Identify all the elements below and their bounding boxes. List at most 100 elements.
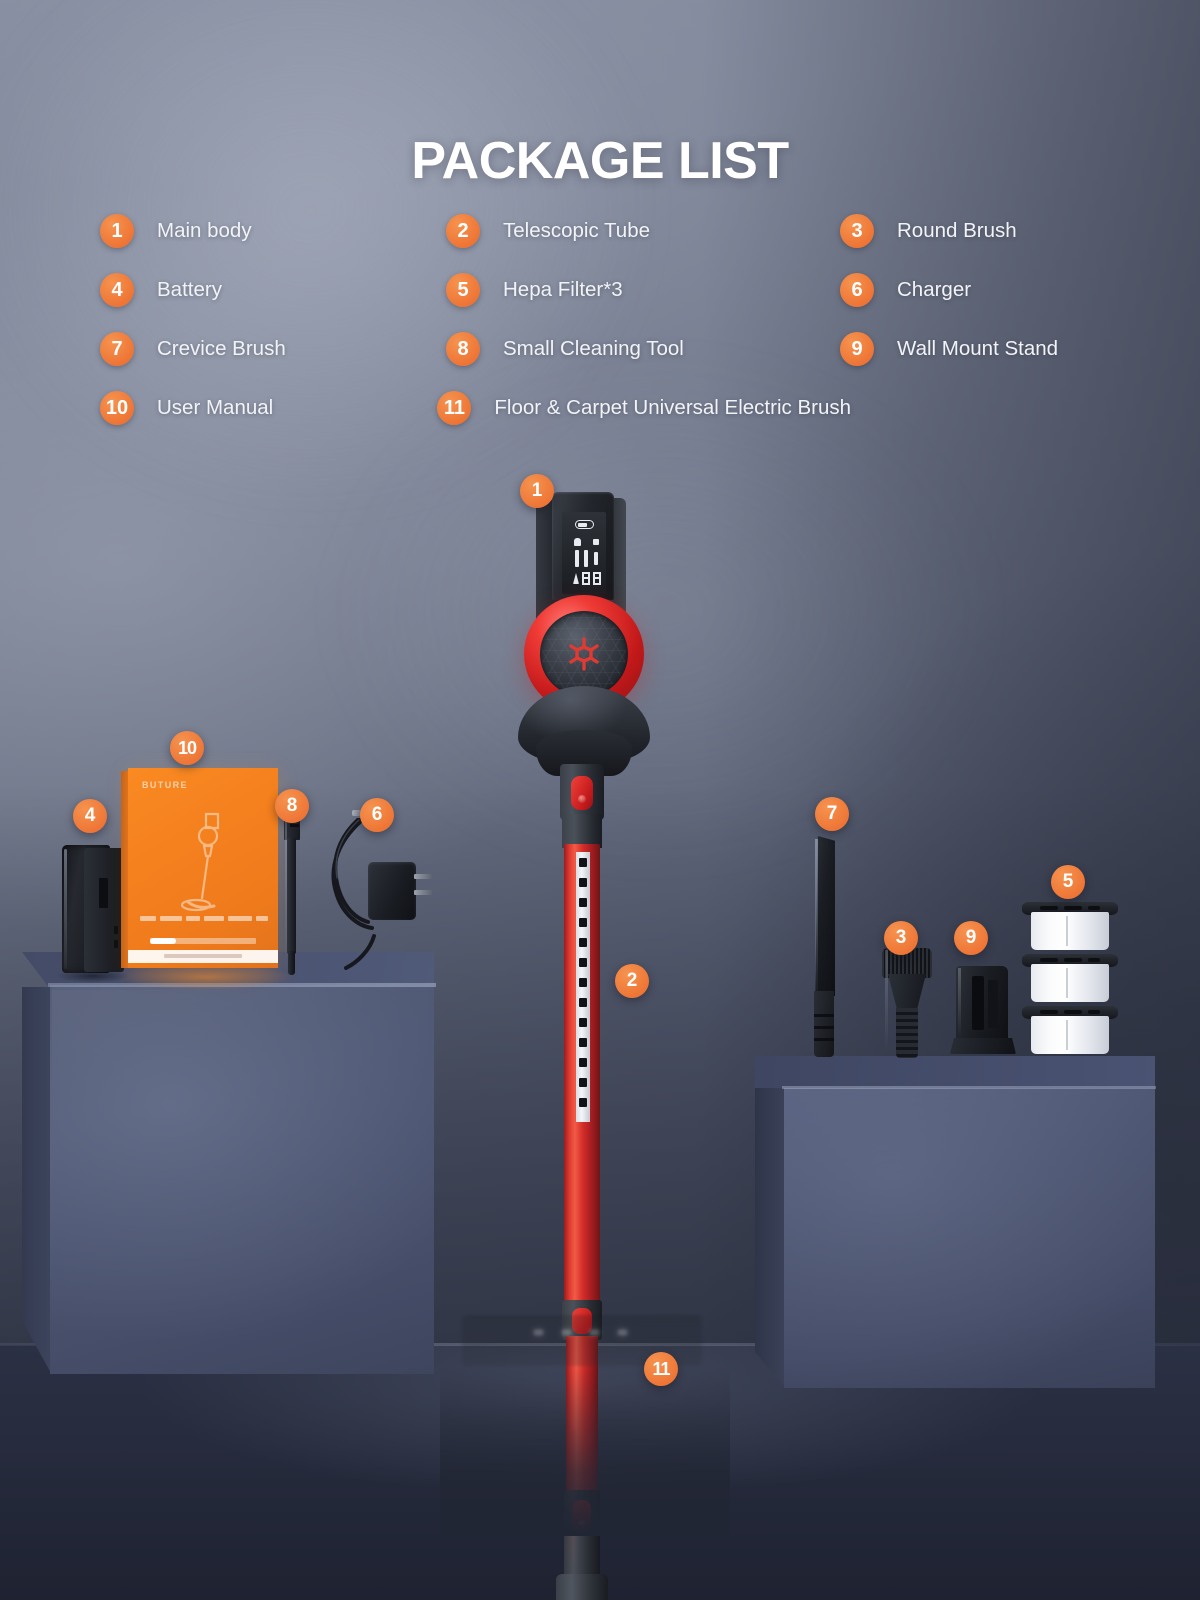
callout-badge-cleaning-tool: 8 (275, 789, 309, 823)
round-brush-connector (896, 1008, 918, 1058)
wall-mount-base (950, 1038, 1016, 1054)
tube-release-button-upper[interactable] (571, 776, 593, 810)
legend-badge-5: 5 (446, 273, 480, 307)
callout-badge-charger: 6 (360, 798, 394, 832)
cleaning-tool-shaft (287, 838, 296, 954)
small-cleaning-tool-product (281, 818, 303, 976)
legend-item-11: 11 Floor & Carpet Universal Electric Bru… (437, 391, 1120, 425)
legend-label-8: Small Cleaning Tool (503, 337, 684, 360)
legend-badge-4: 4 (100, 273, 134, 307)
legend-row: 10 User Manual 11 Floor & Carpet Univers… (100, 391, 1120, 450)
manual-cover: BUTURE (128, 768, 278, 968)
legend-badge-9: 9 (840, 332, 874, 366)
warning-icon (573, 573, 579, 584)
vacuum-lcd-screen (562, 512, 606, 594)
charger-adapter-brick (368, 862, 416, 920)
legend-item-5: 5 Hepa Filter*3 (446, 273, 840, 307)
legend-badge-11: 11 (437, 391, 472, 425)
battery-slot (99, 878, 108, 908)
left-pedestal (22, 952, 436, 1375)
hepa-filter-unit (1022, 1006, 1118, 1054)
manual-badge-pill (150, 938, 176, 944)
battery-level-icon (575, 520, 594, 529)
legend-item-4: 4 Battery (100, 273, 446, 307)
floor-head-neck (556, 1574, 608, 1600)
charger-prong-upper (414, 874, 432, 879)
legend-label-10: User Manual (157, 396, 274, 419)
battery-face (84, 848, 134, 972)
legend-item-8: 8 Small Cleaning Tool (446, 332, 840, 366)
cleaning-tool-tip (288, 951, 295, 975)
callout-badge-main-body: 1 (520, 474, 554, 508)
legend-label-4: Battery (157, 278, 222, 301)
legend-row: 1 Main body 2 Telescopic Tube 3 Round Br… (100, 214, 1120, 273)
right-pedestal (755, 1056, 1156, 1388)
callout-badge-user-manual: 10 (170, 731, 204, 765)
legend-item-2: 2 Telescopic Tube (446, 214, 840, 248)
callout-badge-wall-mount: 9 (954, 921, 988, 955)
legend-item-10: 10 User Manual (100, 391, 437, 425)
battery-product (56, 845, 134, 983)
hexagon-logo-icon (569, 637, 599, 671)
wall-mount-slot-secondary (988, 980, 998, 1028)
manual-brand-text: BUTURE (142, 780, 188, 790)
legend-item-1: 1 Main body (100, 214, 446, 248)
legend-row: 4 Battery 5 Hepa Filter*3 6 Charger (100, 273, 1120, 332)
page-title: PACKAGE LIST (411, 132, 789, 190)
charger-prong-lower (414, 890, 432, 895)
lcd-digit-1 (582, 572, 590, 585)
filter-status-icon (593, 539, 599, 545)
legend-badge-1: 1 (100, 214, 134, 248)
legend-label-5: Hepa Filter*3 (503, 278, 623, 301)
right-pedestal-edge (782, 1086, 1156, 1089)
user-manual-product: BUTURE (118, 768, 294, 990)
power-bar-3 (594, 552, 598, 565)
wall-mount-highlight (958, 968, 961, 1038)
callout-badge-telescopic-tube: 2 (615, 964, 649, 998)
legend-label-9: Wall Mount Stand (897, 337, 1059, 360)
hepa-filter-unit (1022, 954, 1118, 1002)
left-pedestal-side (22, 987, 52, 1375)
cleaning-tool-highlight (285, 820, 287, 970)
lcd-digit-2 (593, 572, 601, 585)
power-bar-1 (575, 550, 579, 567)
wall-mount-slot (972, 976, 984, 1030)
legend-label-11: Floor & Carpet Universal Electric Brush (494, 396, 851, 419)
legend-badge-8: 8 (446, 332, 480, 366)
callout-badge-battery: 4 (73, 799, 107, 833)
charger-cable (331, 818, 376, 970)
callout-badge-floor-brush: 11 (644, 1352, 678, 1386)
legend-badge-7: 7 (100, 332, 134, 366)
legend-badge-6: 6 (840, 273, 874, 307)
manual-bounce-light (118, 964, 294, 990)
reflection-fade (440, 1366, 730, 1536)
battery-highlight (64, 849, 67, 969)
crevice-brush-product (805, 836, 841, 1058)
legend-label-1: Main body (157, 219, 252, 242)
right-pedestal-face (784, 1088, 1155, 1388)
manual-spine (121, 771, 129, 968)
vacuum-filter-center (540, 611, 628, 697)
crevice-highlight (815, 839, 818, 991)
telescopic-tube-collar (562, 814, 602, 848)
manual-vacuum-illustration (180, 812, 220, 912)
legend-label-2: Telescopic Tube (503, 219, 651, 242)
wall-floor-seam (0, 1343, 1200, 1346)
legend-item-6: 6 Charger (840, 273, 1120, 307)
telescopic-tube-adjuster[interactable] (562, 1300, 602, 1340)
crevice-connector (814, 991, 834, 1057)
callout-badge-crevice-brush: 7 (815, 797, 849, 831)
legend-label-3: Round Brush (897, 219, 1017, 242)
round-brush-product (878, 948, 936, 1058)
right-pedestal-side (755, 1088, 786, 1388)
legend-row: 7 Crevice Brush 8 Small Cleaning Tool 9 … (100, 332, 1120, 391)
power-bar-2 (584, 550, 588, 567)
callout-badge-hepa-filters: 5 (1051, 865, 1085, 899)
manual-footer-strip (128, 950, 278, 963)
left-pedestal-face (50, 985, 434, 1374)
legend-item-7: 7 Crevice Brush (100, 332, 446, 366)
legend-badge-2: 2 (446, 214, 480, 248)
vacuum-lcd-housing (552, 492, 614, 600)
suction-mode-icon (574, 538, 581, 546)
